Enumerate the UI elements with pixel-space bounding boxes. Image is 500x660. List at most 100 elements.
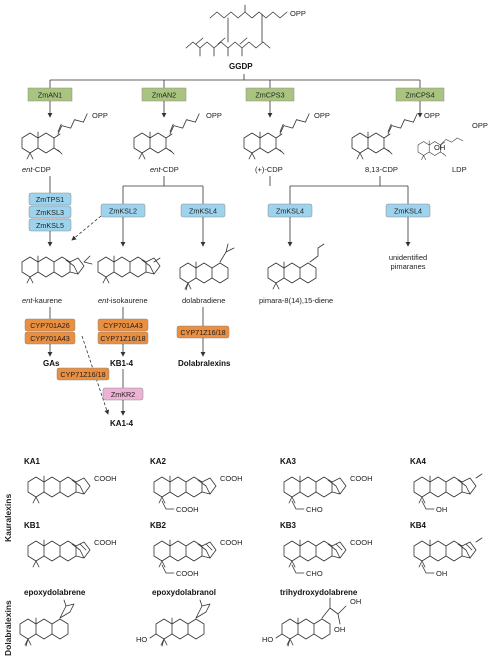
enzyme-box-zmcps4: ZmCPS4 (395, 87, 445, 102)
kauralexin-name-ka2: KA2 (150, 457, 167, 466)
kauralexin-cooh-kb3: COOH (350, 538, 373, 547)
ent-isokaurene-label: ent-isokaurene (98, 296, 148, 305)
kauralexin-cooh-ka1: COOH (94, 474, 117, 483)
dolabradiene-label: dolabradiene (182, 296, 225, 305)
zman2-label: ZmAN2 (152, 91, 176, 100)
plus-cdp-opp: OPP (314, 111, 330, 120)
zmksl2-label: ZmKSL2 (109, 207, 137, 216)
kauralexin-sub-ka3: CHO (306, 505, 323, 514)
cyp701a26-label: CYP701A26 (30, 321, 70, 330)
kauralexin-sub-kb2: COOH (176, 569, 199, 578)
enzyme-box-zman2: ZmAN2 (141, 87, 187, 102)
ent-cdp-structure-2: OPP ent-CDP (133, 111, 222, 174)
cyp71z16-box-kb: CYP71Z16/18 (97, 331, 149, 345)
zmcps3-label: ZmCPS3 (255, 91, 284, 100)
ent-kaurene-label: ent-kaurene (22, 296, 62, 305)
trihydroxydolabrene-label: trihydroxydolabrene (280, 588, 358, 597)
epoxydolabranol-label: epoxydolabranol (152, 588, 216, 597)
trihydroxydolabrene-oh-1: OH (350, 597, 361, 606)
zmkr2-box: ZmKR2 (102, 387, 144, 401)
epoxydolabrene-label: epoxydolabrene (24, 588, 86, 597)
kauralexin-cooh-ka2: COOH (220, 474, 243, 483)
kauralexin-name-ka1: KA1 (24, 457, 41, 466)
trihydroxydolabrene-structure: trihydroxydolabrene HO OH OH (262, 588, 361, 647)
enzyme-box-zmksl4-dolab: ZmKSL4 (180, 203, 226, 218)
pimaradiene-structure: pimara-8(14),15-diene (259, 243, 333, 305)
ggdp-branch-lines (49, 74, 421, 88)
ent-cdp-1-label: ent-CDP (22, 165, 51, 174)
enzyme-box-zmksl2: ZmKSL2 (100, 203, 146, 218)
zmcps4-label: ZmCPS4 (405, 91, 434, 100)
kauralexins-group-label: Kauralexins (3, 494, 13, 542)
ggdp-label: GGDP (229, 62, 253, 71)
plus-cdp-label: (+)-CDP (255, 165, 283, 174)
zman1-label: ZmAN1 (38, 91, 62, 100)
ka-label: KA1-4 (110, 419, 134, 428)
pimaradiene-label: pimara-8(14),15-diene (259, 296, 333, 305)
cyp701a43-gas-label: CYP701A43 (30, 334, 70, 343)
trihydroxydolabrene-ho: HO (262, 635, 273, 644)
zmksl4-dolab-label: ZmKSL4 (189, 207, 217, 216)
kauralexin-cooh-kb1: COOH (94, 538, 117, 547)
ldp-structure: OPP OH LDP (417, 121, 488, 174)
ggdp-opp-label: OPP (290, 9, 306, 18)
ent-cdp-1-opp: OPP (92, 111, 108, 120)
ent-cdp-structure-1: OPP ent-CDP (21, 111, 108, 174)
epoxydolabranol-structure: epoxydolabranol HO (136, 588, 216, 647)
kauralexin-cooh-kb2: COOH (220, 538, 243, 547)
kauralexin-sub-ka4: OH (436, 505, 447, 514)
cyp701a43-kb-label: CYP701A43 (103, 321, 143, 330)
dolabralexins-group-label: Dolabralexins (3, 600, 13, 656)
ent-cdp-2-branch-lines (122, 176, 204, 204)
cdp-plus-branch-lines (269, 176, 409, 204)
enzyme-box-zmksl4-pimara: ZmKSL4 (267, 203, 313, 218)
zmtps1-label: ZmTPS1 (36, 195, 64, 204)
cyp701a43-box-kb: CYP701A43 (97, 318, 149, 332)
kauralexin-sub-ka2: COOH (176, 505, 199, 514)
trihydroxydolabrene-oh-2: OH (334, 625, 345, 634)
cyp71z16-box-dolab: CYP71Z16/18 (176, 325, 230, 339)
cyp701a26-box: CYP701A26 (24, 318, 76, 332)
zmksl3-label: ZmKSL3 (36, 208, 64, 217)
kauralexin-sub-kb4: OH (436, 569, 447, 578)
ent-cdp-2-opp: OPP (206, 111, 222, 120)
cdp-813-opp: OPP (424, 111, 440, 120)
dolabradiene-structure: dolabradiene (179, 243, 235, 305)
zmkr2-label: ZmKR2 (111, 390, 135, 399)
cyp71z16-dolab-label: CYP71Z16/18 (180, 328, 225, 337)
enzyme-box-zmcps3: ZmCPS3 (245, 87, 295, 102)
epoxydolabranol-ho: HO (136, 635, 147, 644)
kauralexin-name-kb2: KB2 (150, 521, 167, 530)
ldp-oh: OH (434, 143, 445, 152)
kauralexin-name-kb1: KB1 (24, 521, 41, 530)
plus-cdp-structure: OPP (+)-CDP (243, 111, 330, 174)
cdp-813-structure: OPP 8,13-CDP (351, 111, 440, 174)
kauralexin-name-kb3: KB3 (280, 521, 297, 530)
cyp71z16-kb-label: CYP71Z16/18 (100, 334, 145, 343)
kauralexin-name-ka4: KA4 (410, 457, 427, 466)
ent-cdp-2-label: ent-CDP (150, 165, 179, 174)
zmksl4-pimara-label: ZmKSL4 (276, 207, 304, 216)
cyp71z16-box-ka: CYP71Z16/18 (56, 367, 110, 381)
kb-label: KB1-4 (110, 359, 134, 368)
cyp701a43-box-gas: CYP701A43 (24, 331, 76, 345)
kauralexin-name-kb4: KB4 (410, 521, 427, 530)
zmksl4-unidentified-label: ZmKSL4 (394, 207, 422, 216)
ksl-stack-box: ZmTPS1 ZmKSL3 ZmKSL5 (28, 192, 72, 232)
cdp-813-label: 8,13-CDP (365, 165, 398, 174)
kauralexin-sub-kb3: CHO (306, 569, 323, 578)
ent-isokaurene-structure: ent-isokaurene (98, 256, 161, 305)
